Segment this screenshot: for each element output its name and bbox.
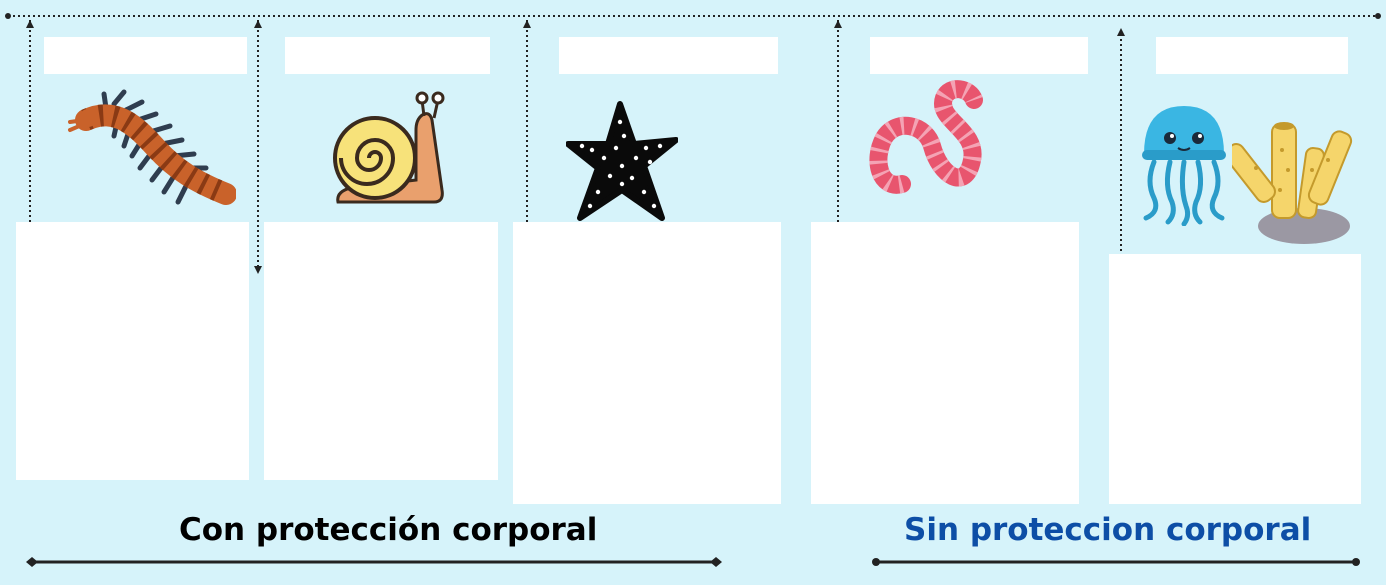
sponge-icon [1232,122,1353,244]
jellyfish-icon [1142,106,1226,226]
name-box-2[interactable] [285,37,490,74]
name-box-3[interactable] [559,37,778,74]
description-card-5[interactable] [1109,254,1361,504]
arrow-head [254,20,262,28]
arrow-head [523,20,531,28]
line-end-diamond [710,557,722,567]
name-box-1[interactable] [44,37,247,74]
without-protection-caption: Sin proteccion corporal [904,512,1312,548]
arrow-head [834,20,842,28]
name-box-4[interactable] [870,37,1088,74]
name-box-5[interactable] [1156,37,1348,74]
arrow-head [1117,28,1125,36]
description-card-2[interactable] [264,222,498,480]
arrow-head [26,20,34,28]
centipede-icon [68,89,236,205]
line-end-dot [1352,558,1360,566]
earthworm-icon [869,80,983,194]
top-line-start-dot [5,13,11,19]
description-card-3[interactable] [513,222,781,504]
with-protection-caption: Con protección corporal [179,512,598,548]
top-line-end-dot [1375,13,1381,19]
line-end-diamond [26,557,38,567]
snail-icon [333,91,445,204]
line-end-dot [872,558,880,566]
starfish-icon [566,101,678,221]
arrow-head [254,266,262,274]
description-card-1[interactable] [16,222,249,480]
description-card-4[interactable] [811,222,1079,504]
